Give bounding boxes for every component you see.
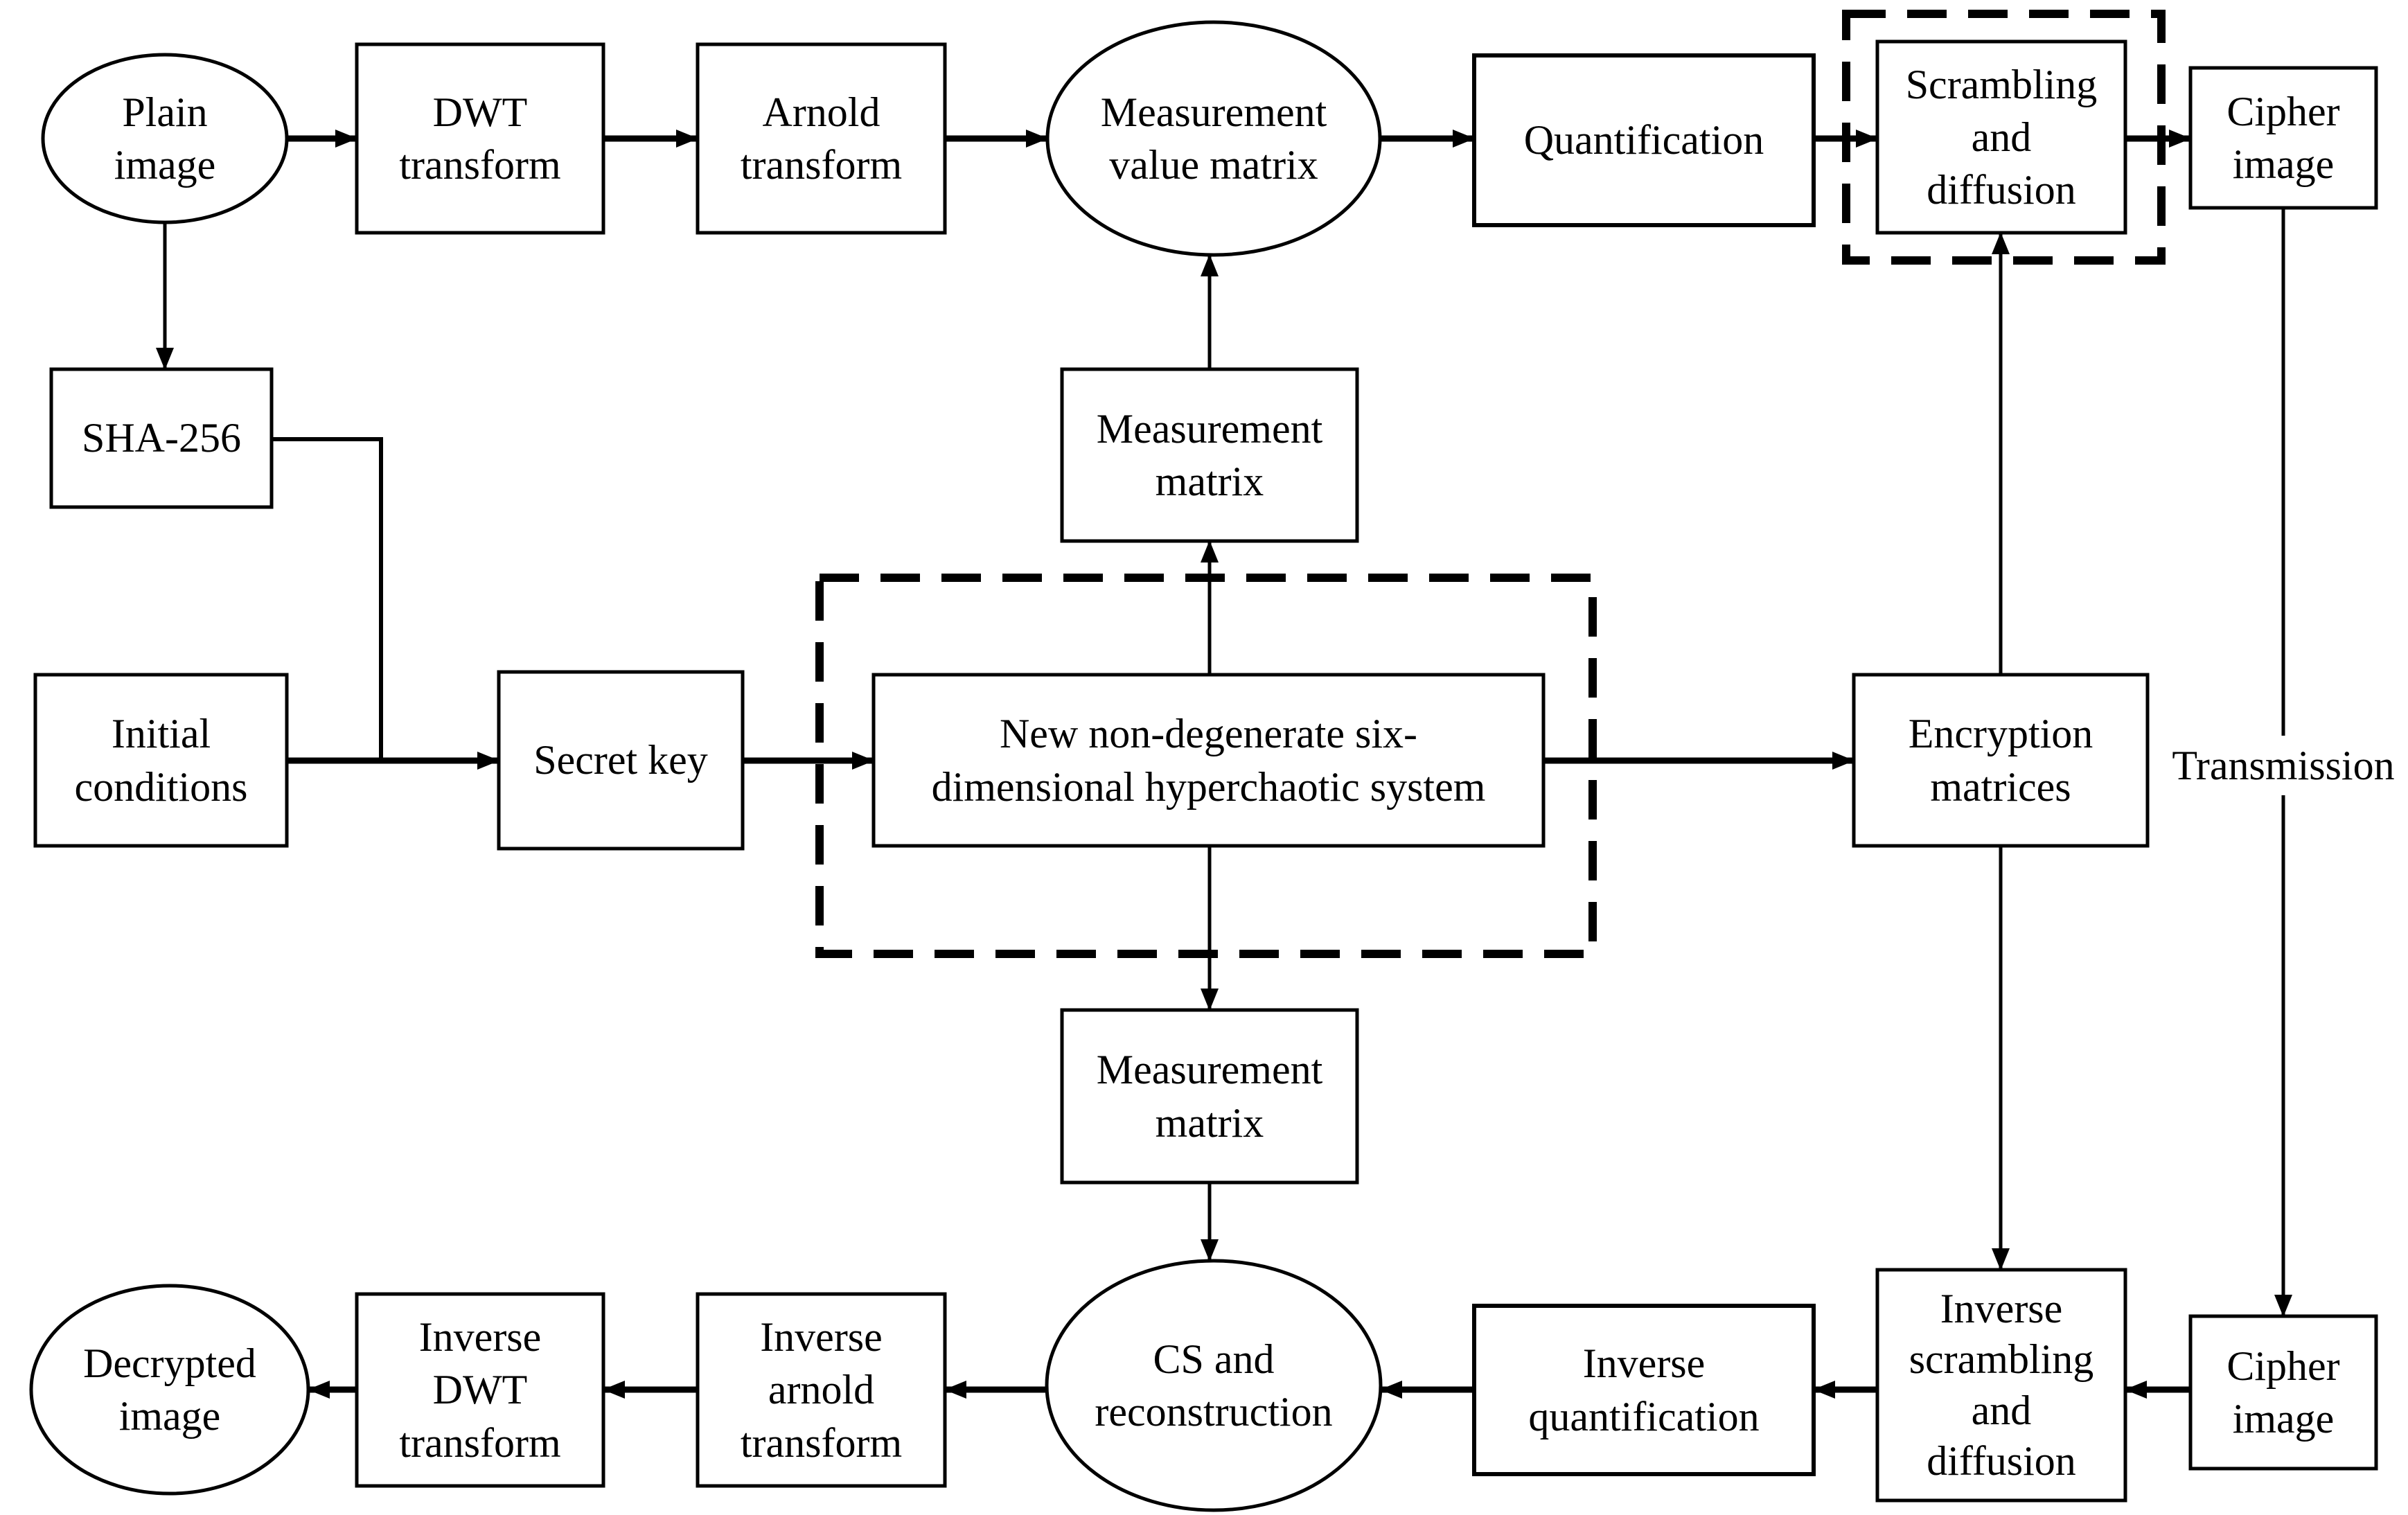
inverse-dwt-transform-label: Inverse DWT transform [399, 1314, 561, 1466]
inverse-arnold-transform-label: Inverse arnold transform [740, 1314, 903, 1466]
inverse-quantification-label: Inverse quantification [1528, 1340, 1760, 1439]
sha-256-label: SHA-256 [81, 415, 241, 461]
quantification-label: Quantification [1523, 117, 1764, 163]
transmission-label: Transmission [2167, 736, 2400, 795]
cipher-image-bottom-label: Cipher image [2226, 1343, 2340, 1442]
measurement-matrix-lower-box [1060, 1008, 1359, 1185]
secret-key-box [497, 670, 745, 851]
initial-conditions-label: Initial conditions [74, 711, 248, 810]
secret-key-label: Secret key [533, 737, 708, 783]
measurement-matrix-upper-box [1060, 367, 1359, 543]
hyperchaotic-system-label: New non-degenerate six- dimensional hype… [931, 711, 1486, 810]
quantification-box [1472, 53, 1816, 227]
connector-sha256-to-secret-key [272, 437, 383, 761]
encryption-matrices-box [1852, 673, 2150, 848]
hyperchaotic-dashed-group-box [815, 574, 1597, 958]
inverse-scrambling-diffusion-label: Inverse scrambling and diffusion [1909, 1286, 2094, 1484]
decrypted-image-label: Decrypted image [83, 1340, 256, 1439]
cipher-image-top-box [2188, 66, 2378, 210]
arnold-transform-label: Arnold transform [740, 89, 903, 188]
plain-image-label: Plain image [114, 89, 216, 188]
cipher-image-bottom-box [2188, 1314, 2378, 1471]
sha-256-box [49, 367, 274, 509]
inverse-dwt-transform-box [355, 1292, 605, 1488]
initial-conditions-box [33, 673, 289, 848]
measurement-matrix-lower-label: Measurement matrix [1096, 1047, 1323, 1146]
encryption-matrices-label: Encryption matrices [1908, 711, 2093, 810]
dwt-transform-label: DWT transform [399, 89, 561, 188]
cipher-image-top-label: Cipher image [2226, 88, 2340, 187]
cs-reconstruction-label: CS and reconstruction [1095, 1336, 1333, 1435]
inverse-scrambling-diffusion-box [1875, 1268, 2127, 1503]
inverse-quantification-box [1472, 1304, 1816, 1476]
measurement-value-matrix-label: Measurement value matrix [1100, 89, 1327, 188]
scrambling-diffusion-label: Scrambling and diffusion [1905, 61, 2098, 213]
measurement-matrix-upper-label: Measurement matrix [1096, 405, 1323, 504]
inverse-arnold-transform-box [696, 1292, 947, 1488]
